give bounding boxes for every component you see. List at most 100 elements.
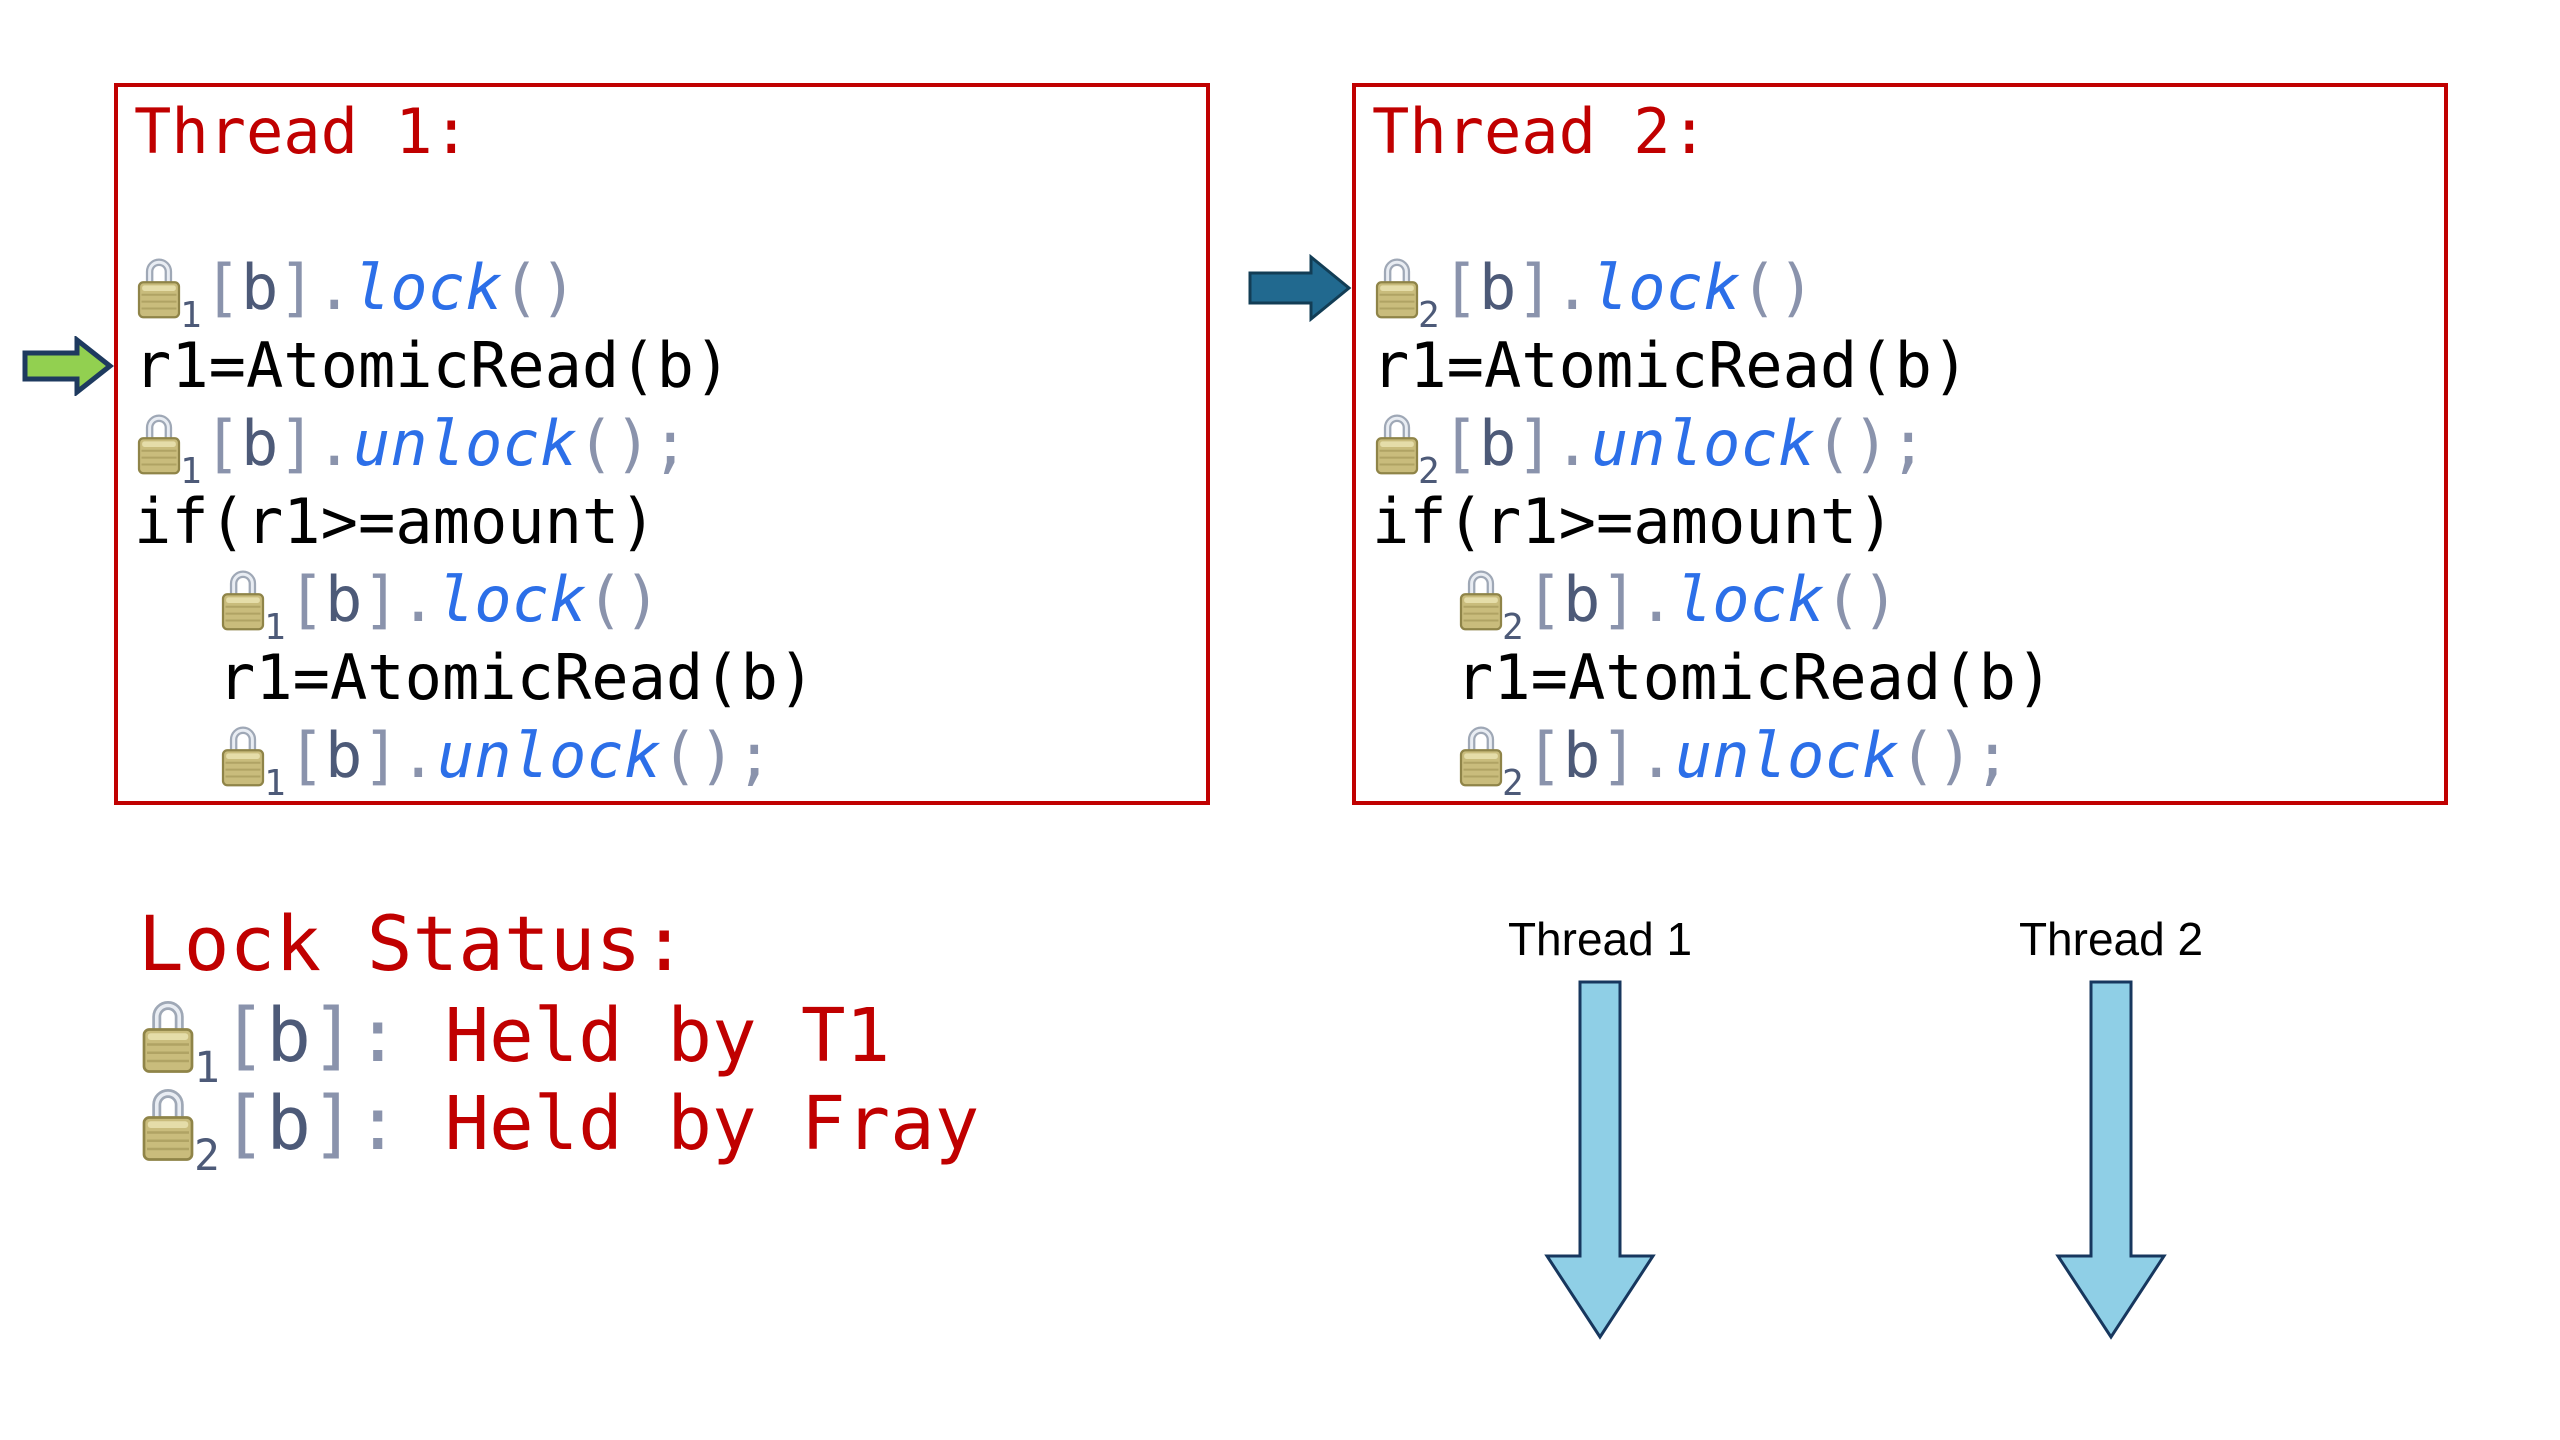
code-text: b [1478, 407, 1517, 480]
thread1-timeline-arrow-icon [1544, 980, 1656, 1340]
code-text: [ [287, 563, 325, 636]
lock-subscript: 2 [1418, 294, 1440, 336]
code-text: [ [203, 251, 241, 324]
thread1-code-line: 1[b].lock() [134, 249, 1198, 336]
lock-subscript: 1 [264, 606, 286, 648]
code-text: [ [1441, 407, 1479, 480]
code-text: if(r1>=amount) [1372, 485, 1895, 558]
code-text: [ [1525, 563, 1563, 636]
padlock-icon [1372, 251, 1422, 321]
code-text: ]. [1600, 719, 1675, 792]
code-text: r1=AtomicRead(b) [134, 329, 732, 402]
green-pointer-arrow-icon [22, 336, 114, 396]
lock-subscript: 2 [1418, 450, 1440, 492]
code-text: b [240, 407, 279, 480]
code-text: [ [203, 407, 241, 480]
lock-status-row: 1[b]: Held by T1 [138, 992, 979, 1093]
spacer [134, 171, 1198, 249]
code-text: () [502, 251, 577, 324]
code-text: () [586, 563, 661, 636]
status-text: Held by Fray [400, 1081, 980, 1167]
thread2-title: Thread 2: [1372, 95, 1708, 168]
thread2-timeline-arrow-icon [2055, 980, 2167, 1340]
code-text: r1=AtomicRead(b) [1372, 329, 1970, 402]
code-text: () [1824, 563, 1899, 636]
code-text: [ [1525, 719, 1563, 792]
lock-status-row: 2[b]: Held by Fray [138, 1080, 980, 1181]
code-text: ]. [1600, 563, 1675, 636]
thread2-code-line: 2[b].unlock(); [1372, 405, 2436, 492]
padlock-icon [138, 992, 198, 1076]
thread1-code-line: 1[b].lock() [134, 561, 1198, 648]
thread2-code: 2[b].lock()r1=AtomicRead(b)2[b].unlock()… [1372, 249, 2436, 804]
code-text: ]. [362, 719, 437, 792]
thread2-code-line: 2[b].unlock(); [1372, 717, 2436, 804]
code-text: [ [287, 719, 325, 792]
code-text: [ [1441, 251, 1479, 324]
code-text: b [1562, 563, 1601, 636]
code-text: ]. [1516, 407, 1591, 480]
thread1-code-line: r1=AtomicRead(b) [134, 639, 1198, 717]
lock-subscript: 1 [264, 762, 286, 804]
timeline-label-thread2: Thread 2 [2018, 913, 2204, 965]
code-text: ]. [362, 563, 437, 636]
code-text: b [324, 719, 363, 792]
padlock-icon [138, 1080, 198, 1164]
padlock-icon [134, 251, 184, 321]
thread2-code-line: r1=AtomicRead(b) [1372, 639, 2436, 717]
code-keyword: lock [436, 563, 587, 636]
code-keyword: unlock [1590, 407, 1815, 480]
lock-subscript: 1 [194, 1043, 220, 1094]
lock-subscript: 2 [194, 1131, 220, 1182]
thread1-code-box: Thread 1: 1[b].lock()r1=AtomicRead(b)1[b… [114, 83, 1210, 805]
code-keyword: lock [1674, 563, 1825, 636]
padlock-icon [1372, 407, 1422, 477]
code-text: r1=AtomicRead(b) [218, 641, 816, 714]
status-text: Held by T1 [400, 993, 891, 1079]
code-text: [ [221, 993, 267, 1079]
code-text: b [240, 251, 279, 324]
code-text: ]. [278, 251, 353, 324]
lock-subscript: 2 [1502, 606, 1524, 648]
thread1-code-line: 1[b].unlock(); [134, 717, 1198, 804]
code-text: (); [1814, 407, 1927, 480]
thread2-code-box: Thread 2: 2[b].lock()r1=AtomicRead(b)2[b… [1352, 83, 2448, 805]
padlock-icon [218, 719, 268, 789]
thread1-code: 1[b].lock()r1=AtomicRead(b)1[b].unlock()… [134, 249, 1198, 804]
code-text: () [1740, 251, 1815, 324]
thread1-code-line: 1[b].unlock(); [134, 405, 1198, 492]
thread2-code-line: 2[b].lock() [1372, 561, 2436, 648]
lock-subscript: 2 [1502, 762, 1524, 804]
padlock-icon [218, 563, 268, 633]
code-text: if(r1>=amount) [134, 485, 657, 558]
thread2-code-line: 2[b].lock() [1372, 249, 2436, 336]
code-text: ]. [278, 407, 353, 480]
code-keyword: lock [1590, 251, 1741, 324]
spacer [1372, 171, 2436, 249]
code-text: r1=AtomicRead(b) [1456, 641, 2054, 714]
code-keyword: lock [352, 251, 503, 324]
code-text: ]. [1516, 251, 1591, 324]
padlock-icon [134, 407, 184, 477]
code-text: (); [660, 719, 773, 792]
thread2-code-line: if(r1>=amount) [1372, 483, 2436, 561]
code-text: b [1562, 719, 1601, 792]
code-text: (); [576, 407, 689, 480]
thread1-title: Thread 1: [134, 95, 470, 168]
code-text: ]: [310, 993, 401, 1079]
lock-subscript: 1 [180, 294, 202, 336]
code-keyword: unlock [1674, 719, 1899, 792]
thread1-code-line: if(r1>=amount) [134, 483, 1198, 561]
code-text: b [324, 563, 363, 636]
thread1-code-line: r1=AtomicRead(b) [134, 327, 1198, 405]
code-text: b [266, 993, 311, 1079]
timeline-label-thread1: Thread 1 [1507, 913, 1693, 965]
padlock-icon [1456, 563, 1506, 633]
lock-status-title: Lock Status: [138, 899, 688, 988]
teal-pointer-arrow-icon [1248, 254, 1352, 322]
code-keyword: unlock [436, 719, 661, 792]
lock-subscript: 1 [180, 450, 202, 492]
